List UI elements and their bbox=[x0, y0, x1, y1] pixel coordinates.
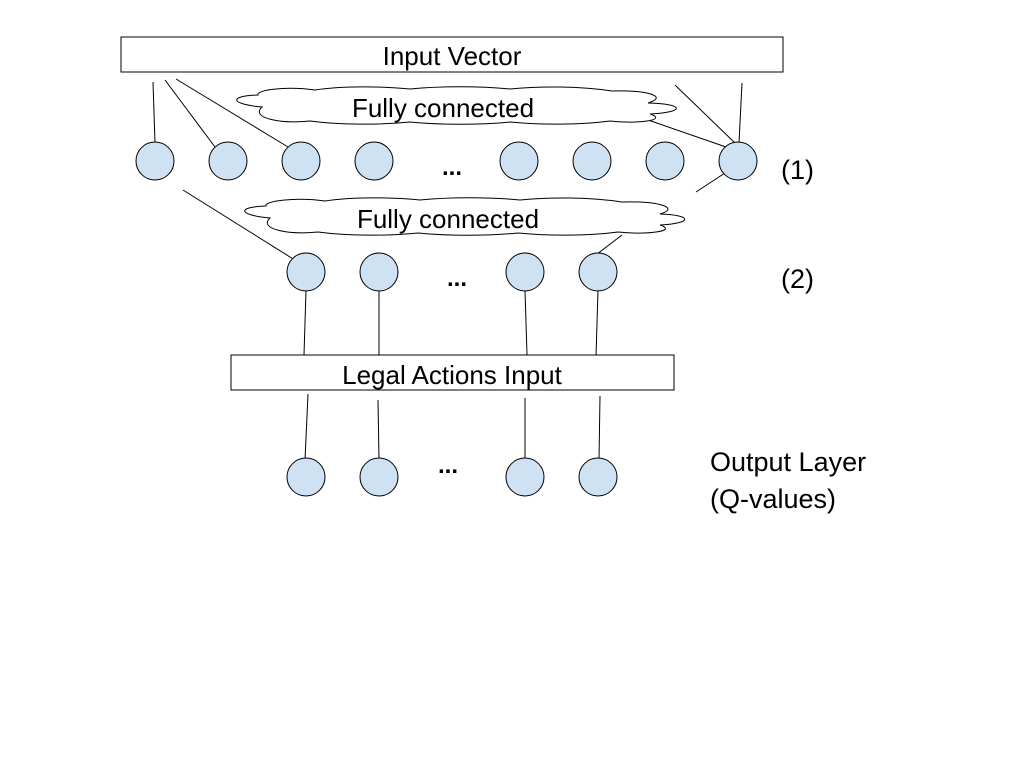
layer-1-label: (1) bbox=[781, 155, 814, 185]
connection-line bbox=[182, 189, 299, 263]
layer-1-ellipsis: ... bbox=[442, 154, 462, 181]
layer-1-neuron bbox=[135, 141, 175, 181]
connection-line bbox=[304, 393, 309, 461]
layer-1-nodes bbox=[135, 141, 758, 181]
q-values-label: (Q-values) bbox=[710, 484, 836, 514]
connection-line bbox=[595, 289, 599, 358]
layer-1-neuron bbox=[718, 141, 758, 181]
output-ellipsis: ... bbox=[438, 452, 458, 479]
layer-2-neuron bbox=[359, 252, 399, 292]
layer-2-nodes bbox=[286, 252, 618, 292]
layer-1-neuron bbox=[354, 141, 394, 181]
fully-connected-cloud-2: Fully connected bbox=[244, 197, 686, 236]
fully-connected-label-2: Fully connected bbox=[357, 204, 539, 234]
legal-actions-label: Legal Actions Input bbox=[342, 360, 562, 390]
connection-line bbox=[598, 395, 601, 461]
legal-actions-box: Legal Actions Input bbox=[230, 354, 675, 391]
output-layer-label: Output Layer bbox=[710, 447, 866, 477]
output-neuron bbox=[359, 457, 399, 497]
layer-1-neuron bbox=[208, 141, 248, 181]
layer-2-neuron bbox=[505, 252, 545, 292]
layer-1-neuron bbox=[645, 141, 685, 181]
connection-line bbox=[164, 79, 216, 148]
layer-1-neuron bbox=[281, 141, 321, 181]
connection-line bbox=[695, 172, 726, 193]
output-neuron bbox=[286, 457, 326, 497]
output-neuron bbox=[505, 457, 545, 497]
output-layer-nodes bbox=[286, 457, 618, 497]
fully-connected-cloud-1: Fully connected bbox=[236, 86, 677, 125]
layer-2-ellipsis: ... bbox=[447, 265, 467, 292]
input-vector-label: Input Vector bbox=[383, 41, 522, 71]
connection-line bbox=[738, 82, 743, 144]
output-neuron bbox=[578, 457, 618, 497]
connection-line bbox=[303, 289, 307, 356]
layer-2-neuron bbox=[578, 252, 618, 292]
layer-1-neuron bbox=[499, 141, 539, 181]
connection-line bbox=[152, 81, 156, 144]
connection-line bbox=[524, 289, 528, 356]
layer-2-neuron bbox=[286, 252, 326, 292]
connection-line bbox=[674, 84, 736, 144]
layer-1-neuron bbox=[572, 141, 612, 181]
connection-line bbox=[377, 399, 380, 461]
connection-line bbox=[175, 78, 289, 148]
input-vector-box: Input Vector bbox=[120, 36, 784, 73]
fully-connected-label-1: Fully connected bbox=[352, 93, 534, 123]
layer-2-label: (2) bbox=[781, 264, 814, 294]
